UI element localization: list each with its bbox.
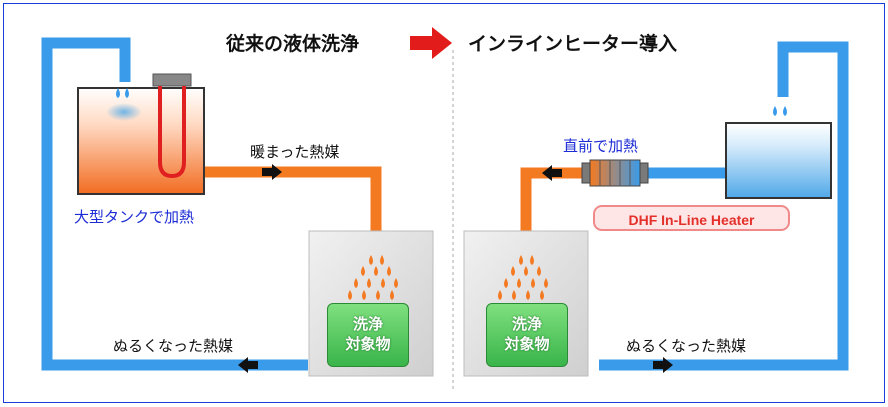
transition-arrow-icon [410, 27, 452, 59]
heater-badge: DHF In-Line Heater [593, 205, 790, 231]
droplet-icon [526, 290, 530, 300]
left-droplets [348, 255, 398, 300]
object-label-line2: 対象物 [504, 335, 550, 353]
droplet-icon [540, 290, 544, 300]
flow-arrow-icon [238, 357, 258, 373]
right-droplets [498, 255, 548, 300]
droplet-icon [369, 255, 373, 265]
droplet-icon [387, 266, 391, 276]
droplet-icon [367, 278, 371, 288]
heater-element-icon [158, 86, 186, 179]
droplet-icon [511, 266, 515, 276]
droplet-icon [524, 266, 528, 276]
droplet-icon [361, 266, 365, 276]
label-right-cooled-medium: ぬるくなった熱媒 [626, 337, 747, 355]
label-left-cooled-medium: ぬるくなった熱媒 [113, 337, 234, 355]
object-label-line1: 洗浄 [352, 315, 383, 333]
flow-arrow-icon [262, 164, 282, 180]
inline-heater [581, 159, 649, 187]
heater-cap [152, 73, 192, 87]
cleaning-object-right: 洗浄 対象物 [486, 303, 568, 367]
droplet-icon [519, 255, 523, 265]
right-hot-pipe [520, 167, 590, 246]
left-return-pipe [41, 37, 308, 371]
label-warm-heat-medium: 暖まった熱媒 [250, 143, 340, 161]
droplet-icon [773, 106, 777, 116]
heater-label: DHF In-Line Heater [628, 212, 755, 228]
label-large-tank-heating: 大型タンクで加熱 [74, 208, 195, 226]
droplet-icon [116, 88, 120, 98]
cleaning-object-left: 洗浄 対象物 [327, 303, 409, 367]
droplet-icon [512, 290, 516, 300]
droplet-icon [498, 290, 502, 300]
diagram-frame [3, 3, 885, 403]
droplet-icon [354, 278, 358, 288]
title-conventional: 従来の液体洗浄 [226, 33, 360, 55]
droplet-icon [783, 106, 787, 116]
droplet-icon [537, 266, 541, 276]
droplet-icon [544, 278, 548, 288]
label-heat-just-before: 直前で加熱 [563, 137, 639, 155]
title-inline-heater: インラインヒーター導入 [468, 33, 678, 55]
droplet-icon [376, 290, 380, 300]
droplet-icon [125, 88, 129, 98]
spray-glow [106, 103, 142, 121]
droplet-icon [390, 290, 394, 300]
droplet-icon [362, 290, 366, 300]
object-label-line2: 対象物 [345, 335, 391, 353]
droplet-icon [348, 290, 352, 300]
droplet-icon [517, 278, 521, 288]
object-label-line1: 洗浄 [511, 315, 542, 333]
right-tank [725, 122, 832, 199]
droplet-icon [381, 278, 385, 288]
droplet-icon [394, 278, 398, 288]
flow-arrow-icon [653, 357, 673, 373]
flow-arrow-icon [542, 165, 562, 181]
right-return-pipe [599, 41, 849, 371]
droplet-icon [530, 255, 534, 265]
droplet-icon [374, 266, 378, 276]
left-hot-pipe [203, 166, 382, 245]
droplet-icon [380, 255, 384, 265]
droplet-icon [504, 278, 508, 288]
droplet-icon [531, 278, 535, 288]
